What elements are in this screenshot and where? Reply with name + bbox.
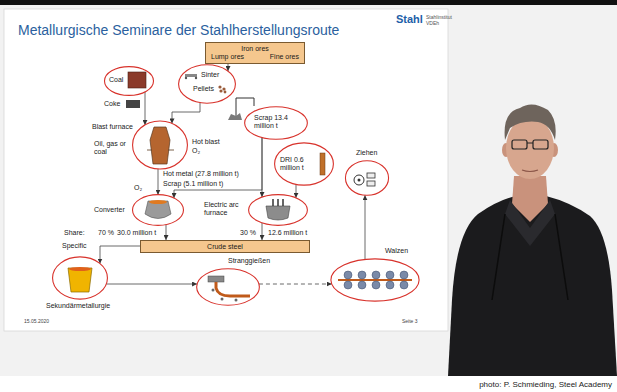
share-value: 12.6 million t <box>268 229 307 237</box>
process-name: Converter <box>94 206 125 214</box>
flow-label: Scrap (5.1 million t) <box>163 180 223 188</box>
material-label: Oil, gas or coal <box>94 140 126 156</box>
drawing-icon <box>354 173 375 186</box>
process-ellipse: Coal <box>104 66 154 96</box>
logo-subtext: Stahlinstitut VDEh <box>426 14 450 26</box>
process-name: Pellets <box>193 85 214 93</box>
flow-arrow <box>100 246 140 264</box>
flow-arrow <box>296 184 297 198</box>
ladle-icon <box>68 267 92 292</box>
process-name: DRI 0.6 million t <box>280 156 318 172</box>
process-ellipse: Blast furnace <box>132 120 188 170</box>
row-label: Share: <box>64 229 85 237</box>
process-name: Electric arc furnace <box>204 201 246 217</box>
flow-arrow <box>262 138 263 198</box>
process-ellipse: Sekundärmetallurgie <box>52 256 108 300</box>
ellipse-outline <box>248 194 308 226</box>
flow-arrow <box>365 195 366 259</box>
flow-label: Hot metal (27.8 million t) <box>163 170 239 178</box>
band-text: Fine ores <box>270 53 299 61</box>
process-name: Sinter <box>201 71 219 79</box>
process-ellipse: Converter <box>132 194 184 226</box>
rolling-mill-icon <box>338 271 412 289</box>
crude-steel-band: Crude steel <box>140 240 310 253</box>
blast-furnace-icon <box>147 127 174 164</box>
video-frame <box>0 5 617 376</box>
ellipse-outline <box>178 64 236 104</box>
flow-arrow <box>158 169 159 195</box>
material-label: Hot blast <box>192 138 220 146</box>
flow-arrow <box>174 138 262 198</box>
logo-text: Stahl <box>396 13 423 25</box>
process-name: Sekundärmetallurgie <box>46 302 110 310</box>
process-ellipse: Walzen <box>330 258 420 302</box>
sinter-icon <box>185 74 197 79</box>
band-text: Lump ores <box>211 53 244 61</box>
top-bar <box>0 0 617 5</box>
process-name: Ziehen <box>356 149 377 157</box>
process-ellipse: Scrap 13.4 million t <box>244 106 308 140</box>
row-label: Specific <box>62 242 87 250</box>
flow-arrow <box>228 64 229 71</box>
flow-arrow <box>259 284 332 285</box>
share-value: 30.0 million t <box>117 229 156 237</box>
flow-arrow <box>166 225 167 240</box>
ore-band: Iron oresLump ores Fine ores <box>205 42 305 64</box>
coke-icon <box>126 100 140 108</box>
process-name: Scrap 13.4 million t <box>254 114 298 130</box>
process-ellipse: Stranggießen <box>196 268 260 306</box>
process-name: Coal <box>109 76 123 84</box>
presenter-figure <box>448 104 617 376</box>
process-ellipse: Ziehen <box>345 160 389 196</box>
slide-date: 15.05.2020 <box>24 318 49 324</box>
eaf-icon <box>266 199 290 220</box>
page-number: Seite 3 <box>402 318 418 324</box>
caster-icon <box>208 276 250 302</box>
photo-credit: photo: P. Schmieding, Steel Academy <box>479 380 612 390</box>
share-value: 70 % <box>98 229 114 237</box>
flow-arrow <box>172 103 200 124</box>
ellipse-outline <box>104 66 154 96</box>
ellipse-outline <box>52 256 108 300</box>
flow-arrow <box>145 92 146 125</box>
ellipse-outline <box>132 194 184 226</box>
material-label: Coke <box>104 100 120 108</box>
process-name: Walzen <box>385 247 408 255</box>
scrap-crane-icon <box>228 98 254 120</box>
material-label: O₂ <box>192 147 200 155</box>
ellipse-outline <box>244 106 308 140</box>
ellipse-outline <box>274 142 334 186</box>
process-ellipse: DRI 0.6 million t <box>274 142 334 186</box>
process-name: Blast furnace <box>92 123 133 131</box>
ellipse-outline <box>345 160 389 196</box>
converter-icon <box>145 200 171 219</box>
process-ellipse: SinterPellets <box>178 64 236 104</box>
material-label: O₂ <box>134 184 142 192</box>
ellipse-outline <box>196 268 260 306</box>
process-ellipse: Electric arc furnace <box>248 194 308 226</box>
dri-shaft-icon <box>320 153 325 175</box>
ellipse-outline <box>132 120 188 170</box>
flow-arrow <box>262 223 263 240</box>
process-name: Stranggießen <box>228 257 270 265</box>
flow-arrow <box>106 284 197 285</box>
share-value: 30 % <box>240 229 256 237</box>
slide-title: Metallurgische Seminare der Stahlherstel… <box>18 22 339 38</box>
coal-icon <box>128 72 146 88</box>
band-text: Crude steel <box>207 243 243 251</box>
pellets-icon <box>218 85 226 93</box>
band-text: Iron ores <box>241 45 269 53</box>
ellipse-outline <box>330 258 420 302</box>
slide-area <box>4 9 448 331</box>
